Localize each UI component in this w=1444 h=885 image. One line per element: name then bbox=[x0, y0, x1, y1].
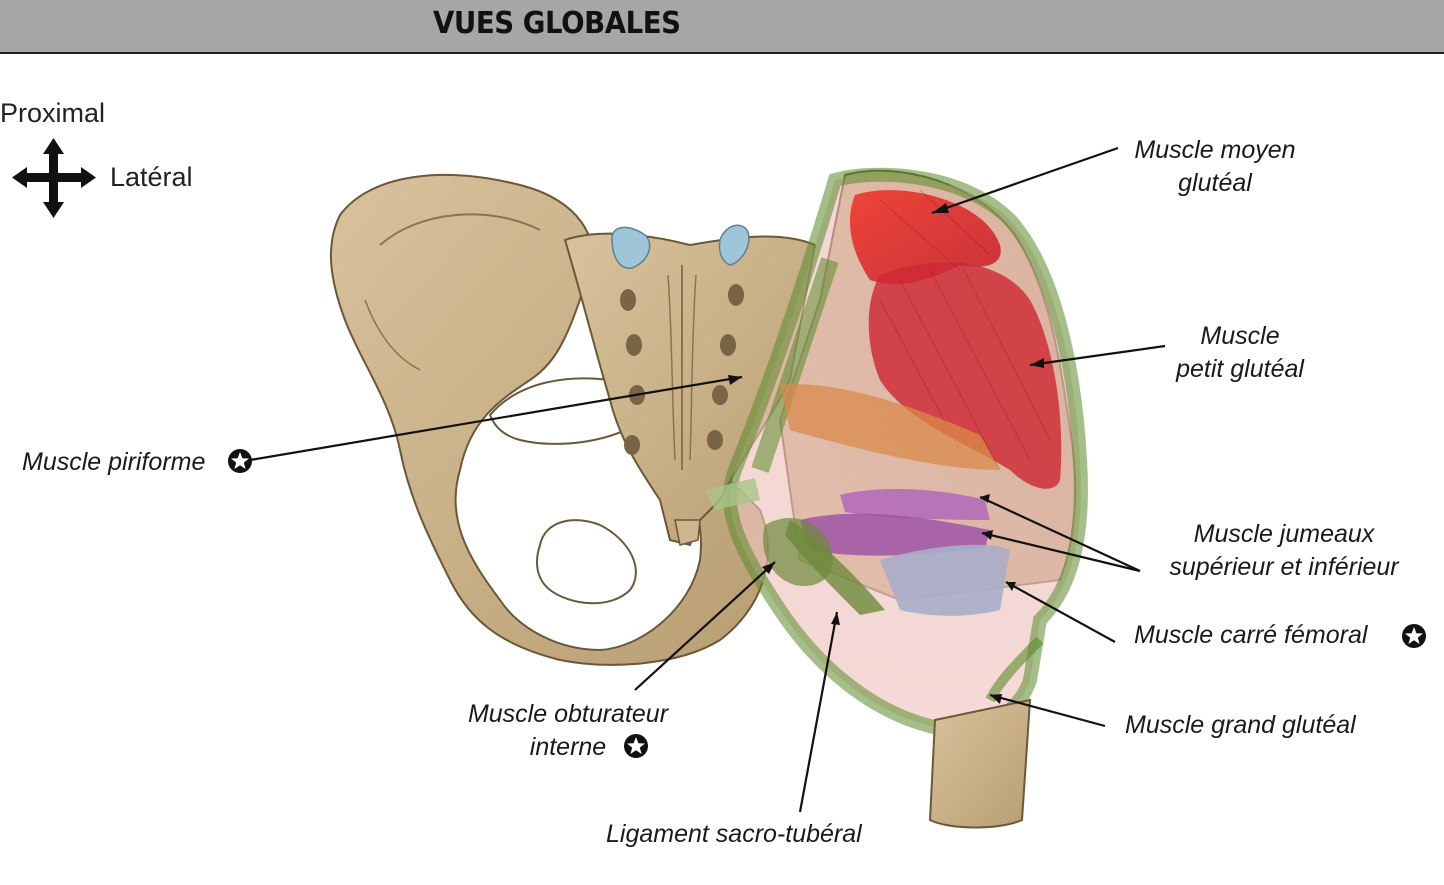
gluteus-minimus bbox=[868, 262, 1062, 489]
label-piriformis: Muscle piriforme bbox=[22, 448, 206, 476]
leader-lines bbox=[249, 146, 1166, 813]
gemelli-superior bbox=[840, 488, 990, 520]
star-badge-icon bbox=[1402, 624, 1426, 648]
label-obturator-line1: Muscle obturateur bbox=[467, 700, 669, 728]
sciatic-notch bbox=[488, 377, 642, 445]
obturator-foramen bbox=[536, 519, 637, 605]
star-badge-icon bbox=[624, 734, 648, 758]
star-badge-icon bbox=[228, 449, 252, 473]
page-header: VUES GLOBALES bbox=[0, 0, 1444, 54]
label-gluteus-minimus: Muscle petit glutéal bbox=[1160, 320, 1320, 386]
gemelli-inferior bbox=[800, 513, 990, 556]
label-gemelli: Muscle jumeaux supérieur et inférieur bbox=[1150, 518, 1418, 584]
orientation-proximal-label: Proximal bbox=[0, 98, 106, 128]
vertebra-left bbox=[611, 226, 651, 269]
label-obturator-internus: Muscle obturateur interne bbox=[452, 698, 684, 764]
label-gemelli-line1: Muscle jumeaux bbox=[1193, 520, 1375, 548]
vertebra-right bbox=[718, 224, 750, 266]
label-quadratus-femoris: Muscle carré fémoral bbox=[1134, 621, 1368, 649]
label-gluteus-minimus-line2: petit glutéal bbox=[1176, 355, 1304, 383]
femur bbox=[928, 698, 1032, 829]
page-title: VUES GLOBALES bbox=[433, 6, 681, 41]
orientation-lateral-label: Latéral bbox=[110, 162, 193, 192]
label-gluteus-maximus: Muscle grand glutéal bbox=[1125, 711, 1356, 739]
label-gemelli-line2: supérieur et inférieur bbox=[1169, 553, 1399, 581]
four-way-arrows-icon bbox=[12, 138, 96, 218]
sacrotuberous-ligament bbox=[785, 520, 885, 615]
label-gluteus-medius: Muscle moyen glutéal bbox=[1115, 134, 1315, 200]
label-gluteus-medius-line1: Muscle moyen bbox=[1134, 136, 1296, 164]
label-gluteus-medius-line2: glutéal bbox=[1178, 169, 1252, 197]
label-sacrotuberous-ligament: Ligament sacro-tubéral bbox=[606, 820, 862, 848]
label-gluteus-minimus-line1: Muscle bbox=[1200, 322, 1280, 350]
piriformis-muscle bbox=[780, 384, 1000, 470]
gluteus-medius bbox=[850, 190, 1001, 285]
label-obturator-line2: interne bbox=[529, 733, 607, 761]
quadratus-femoris bbox=[880, 544, 1010, 616]
